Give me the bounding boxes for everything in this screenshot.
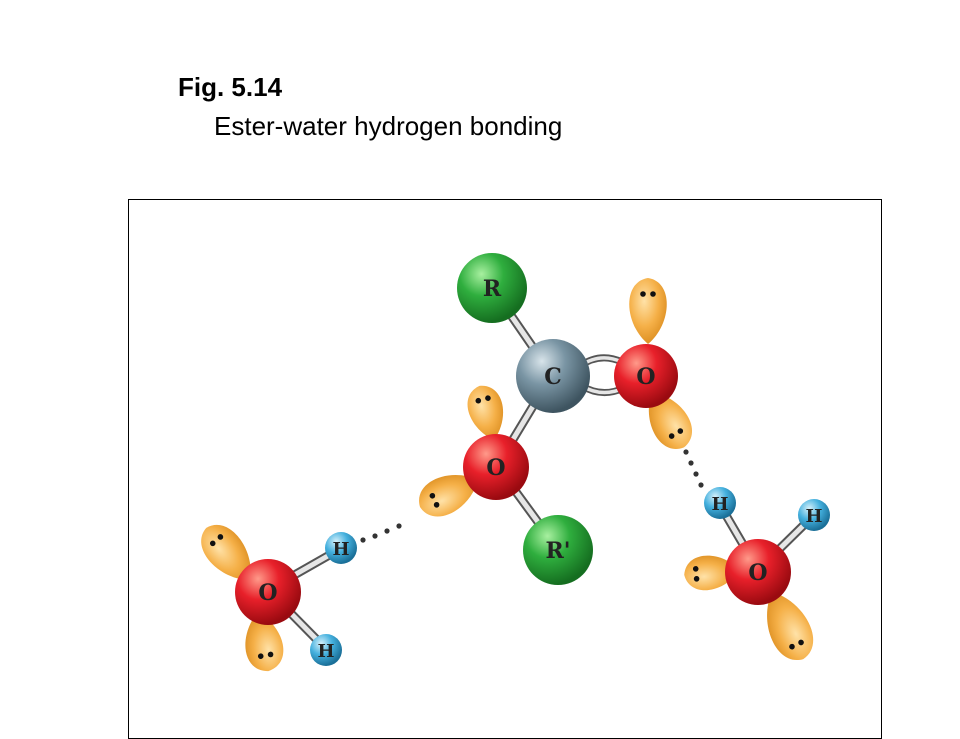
hydrogen-bond-right xyxy=(683,449,704,488)
lone-pair-carbonyl-top xyxy=(629,278,667,344)
atom-o-carbonyl-label: O xyxy=(636,364,655,390)
lone-pair-left-water-bottom xyxy=(245,612,284,672)
atom-h-water-left-1: H xyxy=(325,532,357,564)
atom-c: C xyxy=(516,339,590,413)
lone-pair-left-water-top xyxy=(201,524,251,581)
figure-caption: Ester-water hydrogen bonding xyxy=(214,111,563,141)
atom-h-water-right-2-label: H xyxy=(805,506,822,527)
atom-c-label: C xyxy=(544,364,562,390)
atom-o-water-right-label: O xyxy=(748,560,767,586)
atom-r-prime: R' xyxy=(523,515,593,585)
atom-o-water-left: O xyxy=(235,559,301,625)
atom-o-ester-label: O xyxy=(486,455,505,481)
atom-o-ester: O xyxy=(463,434,529,500)
atom-o-water-left-label: O xyxy=(258,580,277,606)
lone-pair-ester-left xyxy=(419,475,478,517)
lone-pair-lobes xyxy=(201,278,814,672)
atom-h-water-left-1-label: H xyxy=(332,539,349,560)
atom-o-carbonyl: O xyxy=(614,344,678,408)
hydrogen-bond-left xyxy=(360,523,402,543)
ester-water-diagram: R C O O R' O H H O H H xyxy=(201,253,830,672)
atom-r-label: R xyxy=(483,276,502,302)
atom-o-water-right: O xyxy=(725,539,791,605)
lone-pair-ester-top xyxy=(467,385,504,440)
lone-pair-right-water-bottom xyxy=(767,592,814,661)
atom-h-water-right-2: H xyxy=(798,499,830,531)
figure-number: Fig. 5.14 xyxy=(178,72,283,102)
atom-h-water-right-1-label: H xyxy=(711,494,728,515)
lone-pair-carbonyl-bottom xyxy=(648,392,692,449)
atom-h-water-left-2: H xyxy=(310,634,342,666)
atom-r: R xyxy=(457,253,527,323)
atom-h-water-right-1: H xyxy=(704,487,736,519)
atom-r-prime-label: R' xyxy=(545,538,570,564)
atom-h-water-left-2-label: H xyxy=(317,641,334,662)
